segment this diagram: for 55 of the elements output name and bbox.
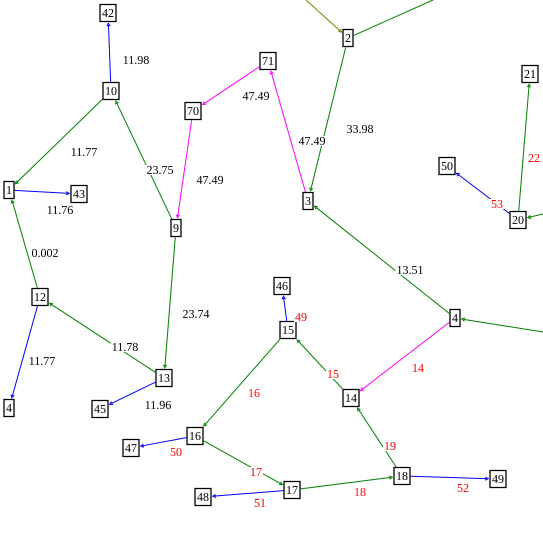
number-box: 20 [509, 210, 527, 230]
number-box: 17 [283, 480, 301, 500]
number-box: 16 [186, 426, 204, 446]
number-box: 48 [194, 488, 212, 506]
edge-label: 11.78 [110, 342, 140, 352]
number-box: 1 [3, 180, 15, 200]
number-box: 71 [259, 52, 277, 70]
number-box: 47 [122, 438, 140, 458]
edge-label: 11.98 [122, 54, 150, 66]
edge-label: 50 [169, 446, 183, 458]
number-box: 2 [342, 28, 354, 48]
edge-label: 47.49 [298, 136, 326, 146]
number-box: 42 [99, 4, 117, 22]
number-box: 45 [91, 400, 109, 418]
number-box: 12 [31, 288, 49, 306]
number-box: 3 [302, 192, 314, 210]
edge-label: 53 [490, 198, 504, 210]
edge-label: 11.76 [46, 204, 74, 216]
edge-label: 23.74 [182, 308, 210, 320]
number-box: 21 [521, 64, 539, 84]
edge-label: 13.51 [396, 264, 424, 276]
edge-label: 47.49 [196, 174, 224, 186]
number-box: 70 [184, 102, 202, 120]
edge-label: 33.98 [346, 124, 374, 134]
edge-label: 16 [247, 388, 261, 398]
edge-label: 17 [249, 467, 263, 477]
edge-label: 49 [294, 312, 308, 322]
number-box: 4 [449, 308, 461, 328]
edge-label: 11.77 [28, 356, 56, 366]
number-box: 15 [279, 320, 297, 340]
edge-label: 51 [253, 498, 267, 508]
number-box: 49 [489, 470, 507, 488]
number-box: 4 [3, 398, 15, 418]
number-box: 13 [155, 368, 173, 388]
edge-label: 52 [456, 482, 470, 494]
edge-label: 11.77 [70, 146, 98, 158]
edge-label: 23.75 [146, 164, 174, 176]
number-box: 9 [170, 218, 182, 238]
edge-label: 14 [411, 363, 425, 373]
number-box: 50 [438, 156, 456, 176]
number-box: 46 [273, 276, 291, 296]
edge-label: 47.49 [242, 90, 270, 102]
edge-label: 15 [326, 368, 340, 380]
edge-label: 0.002 [30, 248, 60, 258]
arrow [14, 98, 103, 184]
arrow [306, 0, 342, 33]
number-box: 43 [70, 184, 88, 204]
arrow [296, 339, 344, 390]
edge-label: 18 [353, 486, 367, 498]
number-box: 14 [342, 388, 360, 408]
edge-label: 22 [527, 153, 541, 163]
edge-label: 19 [383, 440, 397, 452]
number-box: 10 [102, 82, 120, 100]
edge-label: 11.96 [144, 400, 172, 410]
number-box: 18 [393, 466, 411, 486]
